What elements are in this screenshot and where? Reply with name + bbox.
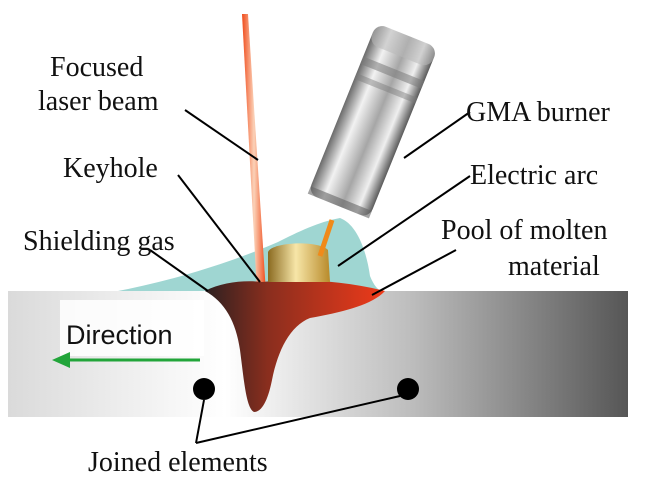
leader-gma bbox=[403, 111, 471, 159]
laser-beam bbox=[242, 14, 266, 293]
label-pool-line1: Pool of molten bbox=[441, 215, 607, 246]
label-laser-beam: laser beam bbox=[38, 86, 159, 117]
leader-shielding bbox=[149, 249, 209, 292]
molten-pool bbox=[205, 280, 385, 412]
label-focused: Focused bbox=[50, 52, 143, 83]
joined-element-left bbox=[193, 378, 215, 400]
label-pool-line2: material bbox=[508, 251, 600, 282]
filler-wire bbox=[317, 219, 335, 257]
label-gma-burner: GMA burner bbox=[466, 97, 611, 128]
electric-arc bbox=[268, 243, 330, 282]
gma-burner-nozzle-icon bbox=[307, 26, 435, 219]
label-joined-elements: Joined elements bbox=[88, 447, 268, 478]
leader-laser bbox=[184, 109, 259, 161]
label-shielding-gas: Shielding gas bbox=[23, 226, 175, 257]
label-electric-arc: Electric arc bbox=[470, 160, 598, 191]
left-arrow-icon bbox=[52, 352, 200, 368]
leader-pool bbox=[371, 249, 457, 296]
leader-joined-left bbox=[195, 399, 205, 444]
label-keyhole: Keyhole bbox=[63, 153, 158, 184]
direction-box bbox=[60, 300, 204, 356]
leader-joined-right bbox=[195, 395, 401, 444]
leader-arc bbox=[337, 175, 471, 267]
direction-label: Direction bbox=[66, 320, 173, 350]
joined-element-right bbox=[397, 378, 419, 400]
leader-keyhole bbox=[177, 174, 261, 283]
